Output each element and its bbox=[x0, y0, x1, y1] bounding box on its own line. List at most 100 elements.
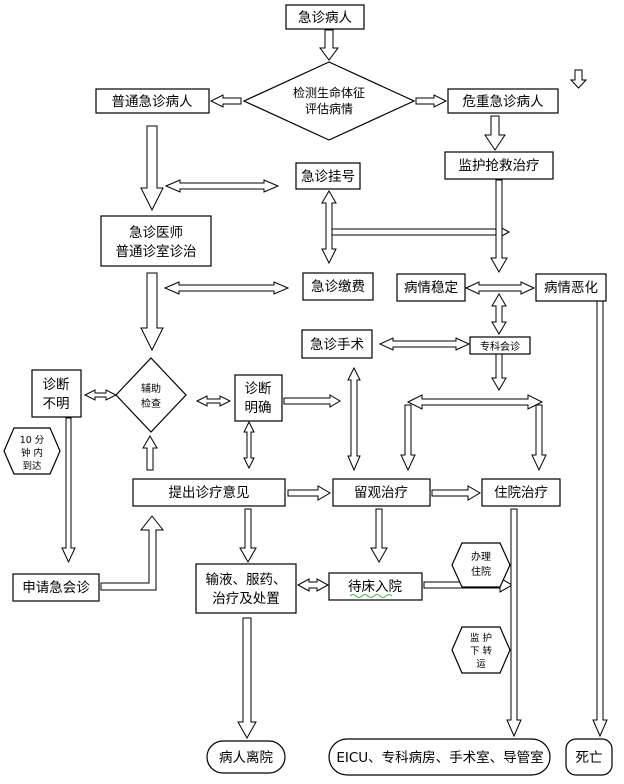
arrow-double-vertical bbox=[243, 420, 255, 470]
node-label: 普通急诊病人 bbox=[112, 94, 193, 110]
node-label: 病人离院 bbox=[219, 749, 273, 766]
node-observation: 留观治疗 bbox=[332, 478, 431, 507]
node-label: 钟 内 bbox=[21, 447, 43, 459]
node-label: 运 bbox=[476, 659, 486, 670]
node-label: 提出诊疗意见 bbox=[169, 484, 250, 501]
node-consult: 专科会诊 bbox=[469, 336, 531, 355]
arrow-right bbox=[283, 394, 341, 408]
arrow-double-vertical bbox=[347, 366, 361, 472]
arrow-down bbox=[319, 29, 339, 61]
node-label: 住院治疗 bbox=[494, 485, 548, 501]
arrow-up bbox=[142, 435, 158, 471]
arrow-elbow-up bbox=[100, 515, 165, 591]
arrow-down bbox=[592, 299, 608, 738]
arrow-down bbox=[506, 508, 522, 738]
node-label: 普通诊室诊治 bbox=[116, 243, 197, 260]
node-label: 到达 bbox=[22, 460, 42, 472]
node-label: 急诊病人 bbox=[298, 10, 352, 26]
node-label: 治疗及处置 bbox=[212, 591, 280, 607]
node-surgery: 急诊手术 bbox=[301, 329, 373, 359]
node-label: 不明 bbox=[43, 396, 70, 412]
node-label: 明确 bbox=[245, 400, 272, 416]
node-label: 急诊医师 bbox=[129, 225, 183, 241]
arrow-down bbox=[140, 125, 164, 212]
node-monitor-rescue: 监护抢救治疗 bbox=[444, 151, 554, 180]
node-label: 专科会诊 bbox=[480, 340, 520, 353]
arrow-left bbox=[209, 94, 242, 108]
node-label: 检测生命体征 bbox=[293, 85, 365, 100]
node-label: 病情恶化 bbox=[544, 280, 598, 296]
arrow-right bbox=[431, 485, 481, 501]
node-normal-patient: 普通急诊病人 bbox=[95, 88, 210, 114]
arrow-down bbox=[491, 353, 507, 391]
node-label: 辅助 bbox=[141, 382, 161, 395]
arrow-double-horizontal bbox=[296, 578, 330, 592]
arrow-double-horizontal bbox=[406, 394, 544, 410]
arrow-down bbox=[370, 508, 388, 564]
arrow-double-vertical bbox=[321, 190, 337, 265]
node-admission: 办理 住院 bbox=[451, 542, 511, 588]
arrow-down bbox=[569, 69, 588, 89]
node-label: 办理 bbox=[471, 550, 491, 563]
arrow-down bbox=[490, 179, 508, 274]
node-leave: 病人离院 bbox=[206, 740, 286, 774]
node-stable: 病情稳定 bbox=[396, 273, 466, 302]
node-payment: 急诊缴费 bbox=[302, 272, 374, 301]
node-label: 急诊手术 bbox=[310, 337, 364, 353]
arrow-double-horizontal bbox=[378, 337, 471, 351]
node-ten-min: 10 分 钟 内 到达 bbox=[3, 427, 61, 475]
node-label: 急诊挂号 bbox=[301, 169, 355, 185]
node-label: 危重急诊病人 bbox=[463, 94, 544, 110]
spellcheck-underline bbox=[349, 594, 393, 598]
arrow-double-horizontal bbox=[464, 281, 536, 295]
arrow-down bbox=[237, 617, 257, 740]
node-registration: 急诊挂号 bbox=[295, 162, 361, 190]
node-label: 急诊缴费 bbox=[311, 279, 365, 295]
node-destinations: EICU、专科病房、手术室、导管室 bbox=[328, 738, 551, 776]
node-label: 诊断 bbox=[43, 377, 70, 393]
arrow-down bbox=[239, 508, 257, 564]
node-clear: 诊断 明确 bbox=[234, 374, 283, 422]
node-label: 检查 bbox=[141, 397, 161, 410]
node-label: 监护抢救治疗 bbox=[459, 157, 540, 174]
nodes: 急诊病人 检测生命体征 评估病情 普通急诊病人 危重急诊病人 急诊挂号 监护抢救… bbox=[3, 4, 613, 776]
node-bed-wait: 待床入院 bbox=[328, 572, 423, 601]
node-critical-patient: 危重急诊病人 bbox=[447, 88, 559, 114]
node-label: 留观治疗 bbox=[354, 485, 408, 501]
arrow-down bbox=[140, 272, 164, 352]
node-worsen: 病情恶化 bbox=[535, 273, 607, 302]
node-label: 监 护 bbox=[470, 632, 492, 644]
node-emergency-patient: 急诊病人 bbox=[285, 4, 365, 30]
node-death: 死亡 bbox=[565, 738, 613, 776]
arrow-down bbox=[484, 115, 506, 151]
arrow-right bbox=[415, 94, 448, 108]
node-treatment-opinion: 提出诊疗意见 bbox=[132, 478, 286, 507]
node-label: 死亡 bbox=[576, 750, 603, 766]
arrow-right bbox=[331, 225, 511, 239]
node-label: 住院 bbox=[471, 565, 491, 578]
arrows bbox=[61, 29, 608, 740]
arrow-double-horizontal bbox=[195, 395, 232, 407]
arrow-right bbox=[287, 485, 331, 501]
node-label: 输液、服药、 bbox=[206, 572, 287, 588]
arrow-down bbox=[61, 417, 76, 564]
node-label: 申请急会诊 bbox=[22, 580, 90, 596]
node-label: 评估病情 bbox=[305, 101, 353, 116]
node-label: 诊断 bbox=[245, 381, 272, 397]
arrow-double-horizontal bbox=[164, 179, 280, 193]
arrow-double-horizontal bbox=[83, 389, 118, 401]
node-request-consult: 申请急会诊 bbox=[12, 573, 100, 602]
node-vital-signs: 检测生命体征 评估病情 bbox=[242, 61, 416, 141]
node-label: 10 分 bbox=[20, 435, 45, 446]
node-label: 病情稳定 bbox=[404, 280, 458, 296]
arrow-double-horizontal bbox=[163, 281, 290, 295]
node-unclear: 诊断 不明 bbox=[31, 369, 82, 418]
node-label: 待床入院 bbox=[348, 579, 402, 595]
arrow-double-vertical bbox=[491, 293, 507, 335]
node-aux-check: 辅助 检查 bbox=[115, 357, 187, 433]
node-escort: 监 护 下 转 运 bbox=[451, 626, 511, 674]
arrow-down bbox=[400, 404, 416, 472]
node-hospitalization: 住院治疗 bbox=[481, 478, 561, 507]
node-doctor: 急诊医师 普通诊室诊治 bbox=[100, 215, 212, 267]
